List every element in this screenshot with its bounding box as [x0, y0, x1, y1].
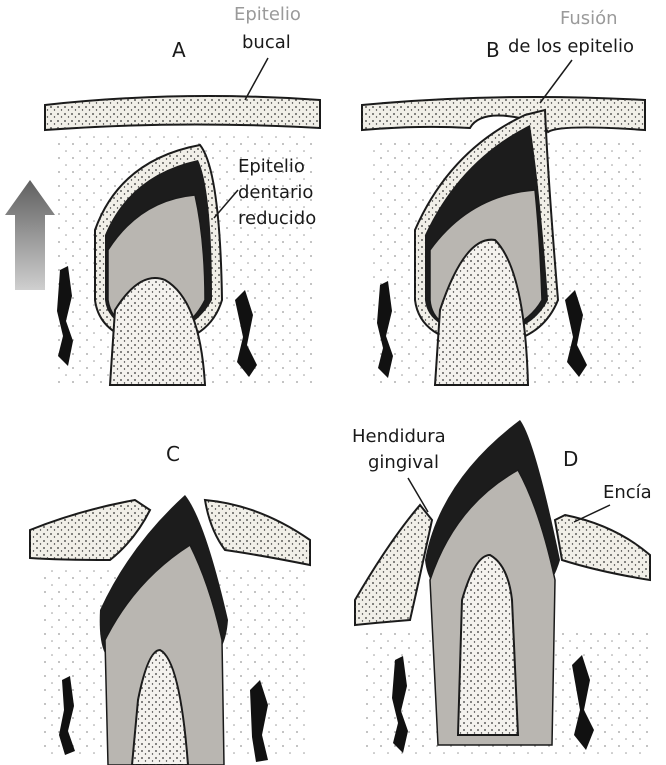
label-epitelio-dentario-line3: reducido — [238, 208, 316, 229]
label-epitelio-bucal-line1: Epitelio — [234, 4, 301, 25]
label-epitelio-bucal-line2: bucal — [242, 32, 291, 53]
eruption-arrow — [5, 180, 55, 290]
panel-letter-c: C — [166, 442, 180, 466]
label-encia: Encía — [603, 482, 652, 503]
panel-b — [362, 60, 645, 385]
label-epitelio-dentario-line2: dentario — [238, 182, 313, 203]
label-hendidura-line2: gingival — [368, 452, 439, 473]
label-epitelio-dentario-line1: Epitelio — [238, 156, 305, 177]
panel-letter-d: D — [563, 447, 578, 471]
label-hendidura-line1: Hendidura — [352, 426, 446, 447]
label-fusion-line1: Fusión — [560, 8, 618, 29]
panel-letter-b: B — [486, 38, 500, 62]
panel-c — [30, 495, 310, 765]
label-fusion-line2: de los epitelio — [508, 36, 634, 57]
panel-letter-a: A — [172, 38, 186, 62]
